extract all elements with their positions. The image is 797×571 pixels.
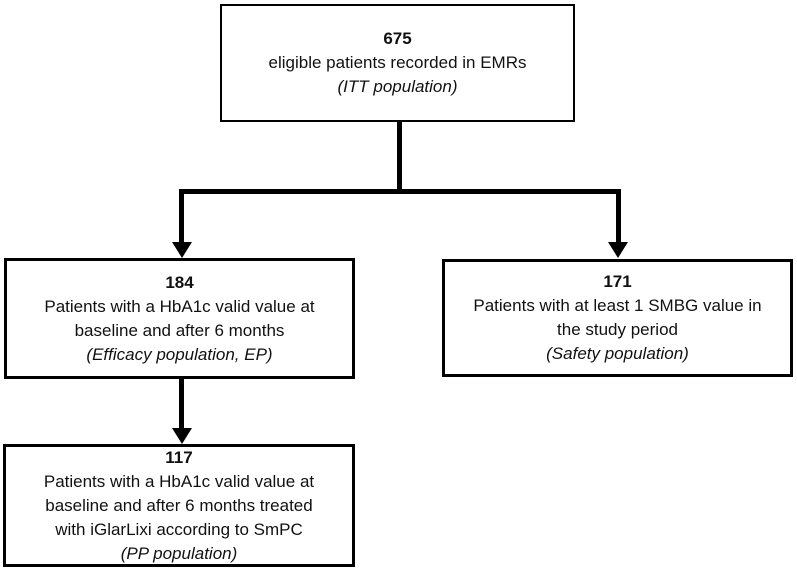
connector-branch-line <box>179 189 621 194</box>
description-line: baseline and after 6 months treated <box>45 495 313 515</box>
patient-count: 184 <box>165 272 194 292</box>
population-label: (Safety population) <box>546 344 689 363</box>
population-label: (ITT population) <box>337 77 458 96</box>
arrowhead-down-icon <box>172 428 192 444</box>
arrowhead-down-icon <box>172 242 192 258</box>
population-label: (Efficacy population, EP) <box>86 344 273 364</box>
description-line: with iGlarLixi according to SmPC <box>55 519 303 539</box>
description-line: Patients with at least 1 SMBG value in <box>473 296 762 315</box>
box-itt-population: 675 eligible patients recorded in EMRs (… <box>220 4 575 122</box>
arrowhead-down-icon <box>608 242 628 258</box>
connector-drop-left <box>179 189 184 243</box>
description-line: Patients with a HbA1c valid value at <box>43 471 315 491</box>
connector-efficacy-to-pp <box>179 379 184 428</box>
box-efficacy-population: 184 Patients with a HbA1c valid value at… <box>4 258 355 379</box>
patient-count: 171 <box>603 272 632 291</box>
population-label: (PP population) <box>120 543 238 563</box>
box-pp-population: 117 Patients with a HbA1c valid value at… <box>3 444 355 567</box>
patient-count: 117 <box>165 447 193 467</box>
description-line: baseline and after 6 months <box>74 320 285 340</box>
description-line: eligible patients recorded in EMRs <box>268 53 527 72</box>
connector-stem <box>397 122 402 192</box>
box-safety-population: 171 Patients with at least 1 SMBG value … <box>442 259 793 377</box>
patient-count: 675 <box>383 29 412 48</box>
connector-drop-right <box>616 189 621 243</box>
description-line: the study period <box>557 320 678 339</box>
description-line: Patients with a HbA1c valid value at <box>44 296 315 316</box>
